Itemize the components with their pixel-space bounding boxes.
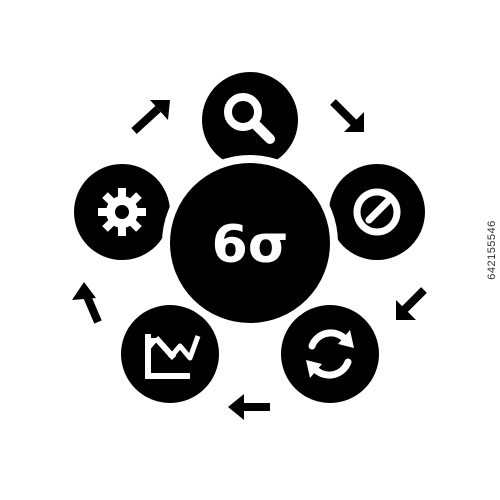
arrow-up-left-icon xyxy=(72,282,102,324)
gear-icon-circle xyxy=(74,164,170,260)
arrow-down-left-icon xyxy=(396,287,427,320)
trend-chart-icon-circle xyxy=(121,305,219,403)
center-circle xyxy=(162,155,338,331)
arrow-left-icon xyxy=(228,394,270,420)
target-icon-circle xyxy=(329,164,425,260)
arrow-up-right-icon xyxy=(131,100,170,134)
six-sigma-label: 6σ xyxy=(212,215,289,275)
stock-id-watermark: 642155546 xyxy=(486,220,498,280)
trend-chart-icon xyxy=(145,334,201,379)
target-icon xyxy=(353,188,401,236)
gear-icon xyxy=(98,188,146,236)
arrow-down-right-icon xyxy=(330,99,364,132)
refresh-cycle-icon xyxy=(306,329,354,379)
search-icon-circle xyxy=(202,72,298,168)
refresh-cycle-icon-circle xyxy=(281,305,379,403)
search-icon xyxy=(224,93,275,144)
